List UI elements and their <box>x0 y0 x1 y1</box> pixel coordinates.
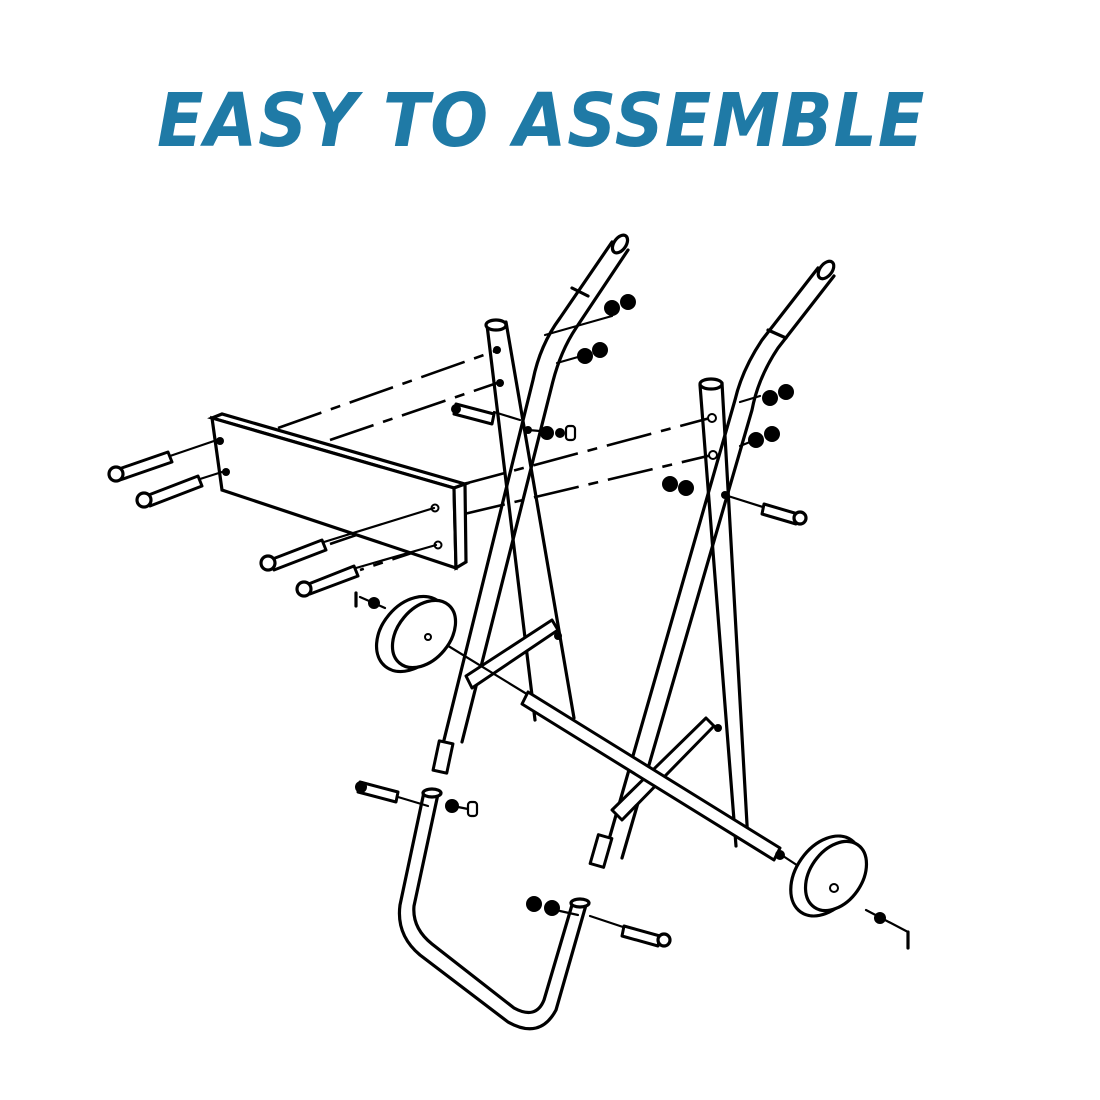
left-wheel <box>354 591 458 674</box>
frame-bolts <box>355 402 808 948</box>
right-handle-frame <box>604 259 836 860</box>
right-wheel <box>789 834 910 950</box>
bolts-left <box>107 439 438 598</box>
left-handle-frame <box>442 233 630 744</box>
wing-nuts <box>456 424 577 818</box>
page-title: EASY TO ASSEMBLE <box>157 78 926 164</box>
u-shaped-base <box>397 739 614 1031</box>
mounting-board <box>207 412 471 571</box>
nut-washer-pairs <box>445 294 794 917</box>
axle <box>430 634 852 902</box>
